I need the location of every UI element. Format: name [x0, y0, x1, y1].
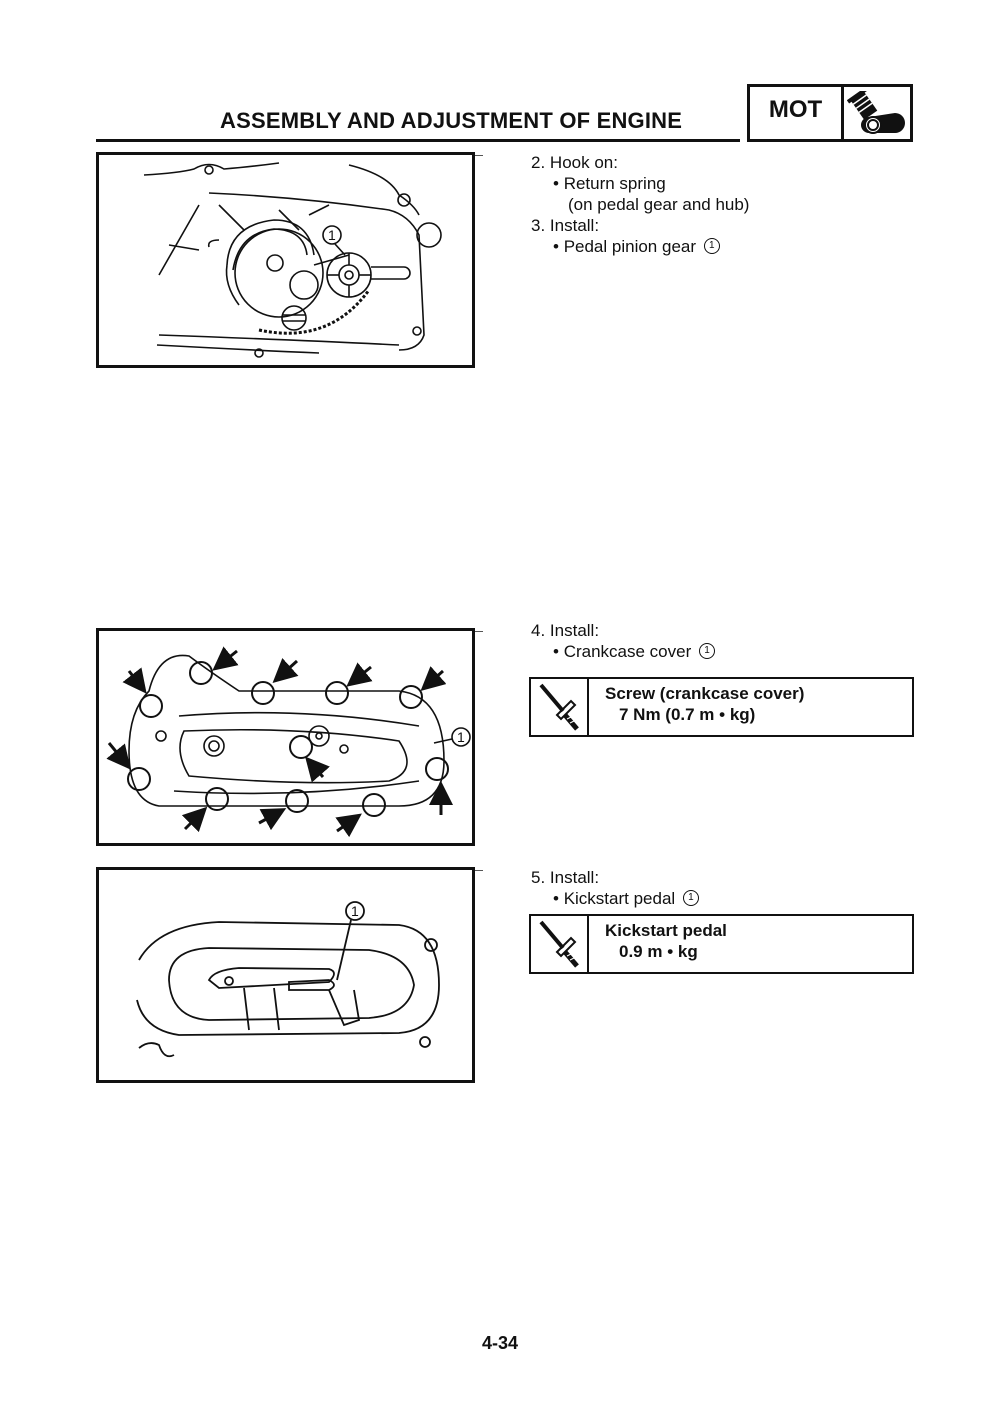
figure-tick: [475, 155, 483, 156]
torque-spec-text: Kickstart pedal 0.9 m • kg: [589, 916, 727, 972]
figure-kickstart-pedal: 1: [96, 867, 475, 1083]
torque-spec-label: Screw (crankcase cover): [605, 684, 805, 703]
section-badge-label: MOT: [750, 87, 844, 139]
bullet-text: Pedal pinion gear: [563, 237, 697, 256]
step-action: Install:: [549, 621, 600, 640]
crankcase-cover-screws-illustration: 1: [106, 646, 471, 838]
step-number: 4.: [531, 621, 546, 640]
step-bullet: • Crankcase cover 1: [531, 641, 715, 662]
svg-text:1: 1: [328, 227, 336, 243]
step-2: 2. Hook on:: [531, 152, 749, 173]
svg-text:1: 1: [351, 903, 359, 919]
step-4: 4. Install:: [531, 620, 715, 641]
step-action: Install:: [549, 216, 600, 235]
step-3: 3. Install:: [531, 215, 749, 236]
step-number: 5.: [531, 868, 546, 887]
torque-wrench-icon: [531, 916, 589, 972]
page-title: ASSEMBLY AND ADJUSTMENT OF ENGINE: [220, 108, 683, 133]
svg-text:1: 1: [457, 729, 465, 745]
kickstart-pedal-illustration: 1: [136, 901, 440, 1058]
instruction-block-1: 2. Hook on: • Return spring (on pedal ge…: [531, 152, 749, 257]
step-number: 3.: [531, 216, 546, 235]
torque-spec-label: Kickstart pedal: [605, 921, 727, 940]
page-number: 4-34: [481, 1333, 519, 1353]
callout-ref: 1: [698, 642, 715, 659]
figure-tick: [475, 870, 483, 871]
torque-spec-value: 0.9 m • kg: [619, 942, 698, 961]
title-rule: [96, 139, 740, 142]
step-action: Install:: [549, 868, 600, 887]
step-bullet: • Kickstart pedal 1: [531, 888, 699, 909]
callout-ref: 1: [682, 889, 699, 906]
step-action: Hook on:: [549, 153, 618, 172]
step-5: 5. Install:: [531, 867, 699, 888]
torque-spec-kickstart-pedal: Kickstart pedal 0.9 m • kg: [529, 914, 914, 974]
section-badge: MOT: [747, 84, 913, 142]
bullet-text: Crankcase cover: [563, 642, 692, 661]
callout-ref: 1: [703, 237, 720, 254]
step-bullet: • Return spring: [553, 174, 666, 193]
bullet-text: Kickstart pedal: [563, 889, 676, 908]
pedal-pinion-gear-illustration: 1: [143, 162, 442, 358]
bullet-text: Return spring: [563, 174, 666, 193]
figure-pedal-pinion-gear: 1: [96, 152, 475, 368]
torque-wrench-icon: [531, 679, 589, 735]
instruction-block-3: 5. Install: • Kickstart pedal 1: [531, 867, 699, 909]
torque-spec-value: 7 Nm (0.7 m • kg): [619, 705, 756, 724]
engine-icon: [844, 87, 910, 139]
bullet-note: (on pedal gear and hub): [568, 195, 750, 214]
torque-spec-crankcase-cover: Screw (crankcase cover) 7 Nm (0.7 m • kg…: [529, 677, 914, 737]
step-number: 2.: [531, 153, 546, 172]
figure-crankcase-cover: 1: [96, 628, 475, 846]
figure-tick: [475, 631, 483, 632]
step-bullet: • Pedal pinion gear 1: [531, 236, 749, 257]
instruction-block-2: 4. Install: • Crankcase cover 1: [531, 620, 715, 662]
torque-spec-text: Screw (crankcase cover) 7 Nm (0.7 m • kg…: [589, 679, 804, 735]
